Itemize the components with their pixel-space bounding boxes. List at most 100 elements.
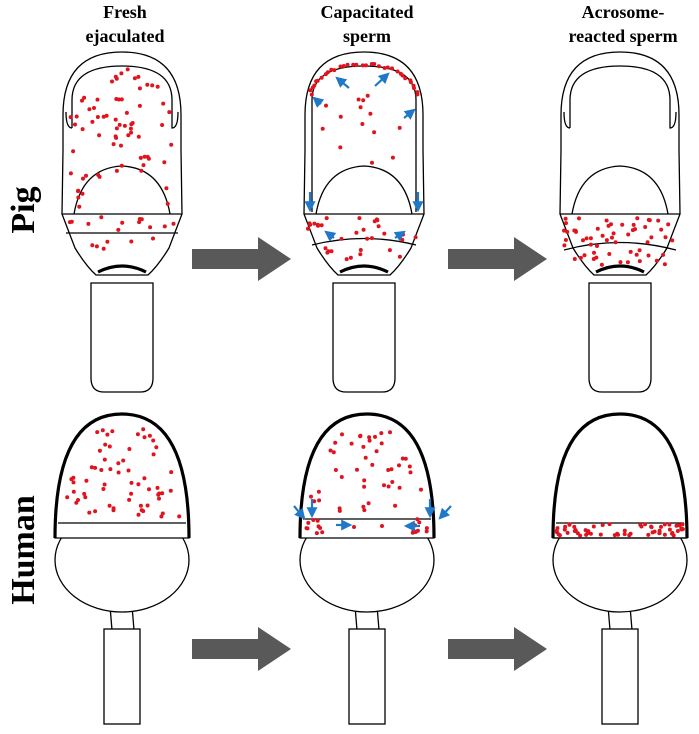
equatorial-dot	[139, 217, 144, 222]
transition-arrow-pig-1	[192, 237, 291, 281]
equatorial-dot	[666, 222, 671, 227]
acrosome-dot	[155, 485, 160, 490]
relocated-dot	[415, 517, 420, 522]
acrosome-dot	[309, 494, 313, 499]
equatorial-dot	[99, 215, 104, 220]
acrosome-dot	[92, 106, 96, 110]
equatorial-dot	[316, 223, 320, 228]
equatorial-dot	[635, 216, 640, 221]
relocated-dot	[382, 66, 387, 70]
acrosome-dot	[338, 145, 343, 150]
relocated-dot	[315, 78, 320, 83]
relocation-arrow	[324, 230, 337, 242]
acrosome-dot	[340, 432, 344, 437]
acrosome-dot	[80, 98, 84, 103]
equatorial-dot	[637, 259, 642, 264]
acrosome-dot	[136, 512, 141, 517]
acrosome-dot	[119, 143, 123, 148]
acrosome-dot	[408, 470, 413, 475]
acrosome-dot	[159, 514, 164, 519]
equatorial-dot	[90, 243, 95, 248]
equatorial-dot	[572, 228, 577, 233]
equatorial-dot	[670, 531, 675, 535]
marker-dot	[380, 524, 384, 528]
acrosome-dot	[386, 484, 391, 489]
marker-dot	[352, 525, 356, 529]
relocated-dot	[385, 65, 390, 70]
equatorial-dot	[564, 221, 568, 226]
acrosome-dot	[361, 98, 366, 103]
equatorial-dot	[634, 252, 639, 257]
acrosome-dot	[69, 477, 74, 482]
relocated-dot	[412, 86, 416, 91]
equatorial-dot	[573, 529, 578, 534]
acrosome-dot	[82, 95, 87, 100]
equatorial-dot	[151, 236, 155, 241]
equatorial-dot	[585, 531, 590, 536]
equatorial-dot	[646, 532, 651, 537]
equatorial-dot	[600, 523, 605, 527]
equatorial-dot	[633, 227, 637, 232]
equatorial-dot	[588, 236, 593, 241]
relocated-dot	[308, 88, 313, 93]
acrosome-dot	[145, 82, 150, 87]
equatorial-dot	[382, 231, 387, 236]
dot-layer	[65, 62, 685, 538]
equatorial-dot	[654, 258, 659, 263]
relocation-arrow	[335, 76, 350, 89]
acrosome-cap	[552, 413, 688, 539]
acrosome-dot	[100, 428, 105, 433]
acrosome-dot	[113, 117, 118, 122]
equatorial-dot	[584, 236, 589, 241]
equatorial-dot	[647, 218, 652, 223]
equatorial-dot	[312, 221, 317, 226]
acrosome-dot	[73, 122, 77, 127]
acrosome-dot	[132, 76, 137, 81]
acrosome-dot	[154, 445, 159, 450]
head-outline	[61, 51, 183, 276]
acrosome-dot	[419, 487, 423, 492]
acrosome-dot	[77, 204, 82, 209]
relocation-arrow	[374, 72, 390, 87]
relocated-dot	[320, 530, 325, 535]
equatorial-dot	[339, 236, 344, 241]
acrosome-dot	[374, 449, 379, 454]
equatorial-dot	[365, 236, 370, 241]
relocation-arrow	[438, 505, 452, 520]
acrosome-dot	[119, 97, 124, 102]
equatorial-dot	[649, 235, 654, 240]
equatorial-dot	[598, 532, 603, 537]
equatorial-dot	[162, 224, 167, 229]
equatorial-dot	[649, 524, 654, 529]
acrosome-dot	[129, 480, 134, 485]
nucleus-cap	[571, 165, 669, 215]
acrosome-dot	[160, 491, 165, 496]
equatorial-dot	[622, 532, 627, 537]
acrosome-dot	[126, 133, 131, 138]
acrosome-dot	[90, 119, 95, 124]
acrosome-dot	[80, 191, 85, 196]
equatorial-dot	[639, 524, 644, 529]
equatorial-dot	[667, 527, 672, 532]
equatorial-dot	[594, 255, 599, 260]
relocation-arrow-layer	[293, 72, 452, 532]
equatorial-dot	[563, 238, 568, 242]
acrosome-dot	[312, 499, 317, 504]
acrosome-dot	[76, 498, 80, 502]
equatorial-dot	[604, 218, 609, 223]
acrosome-dot	[165, 201, 170, 206]
equatorial-dot	[599, 262, 604, 267]
column-title-line2: sperm	[343, 26, 391, 46]
acrosome-dot	[102, 457, 107, 462]
relocated-dot	[424, 529, 429, 534]
equatorial-dot	[595, 244, 599, 248]
acrosome-dot	[117, 122, 122, 127]
equatorial-dot	[348, 255, 353, 260]
acrosome-dot	[356, 97, 361, 102]
relocated-dot	[332, 68, 337, 73]
equatorial-dot	[129, 239, 134, 244]
equatorial-dot	[618, 260, 623, 265]
acrosome-dot	[99, 468, 104, 472]
equatorial-dot	[582, 253, 587, 258]
acrosome-dot	[138, 503, 143, 508]
